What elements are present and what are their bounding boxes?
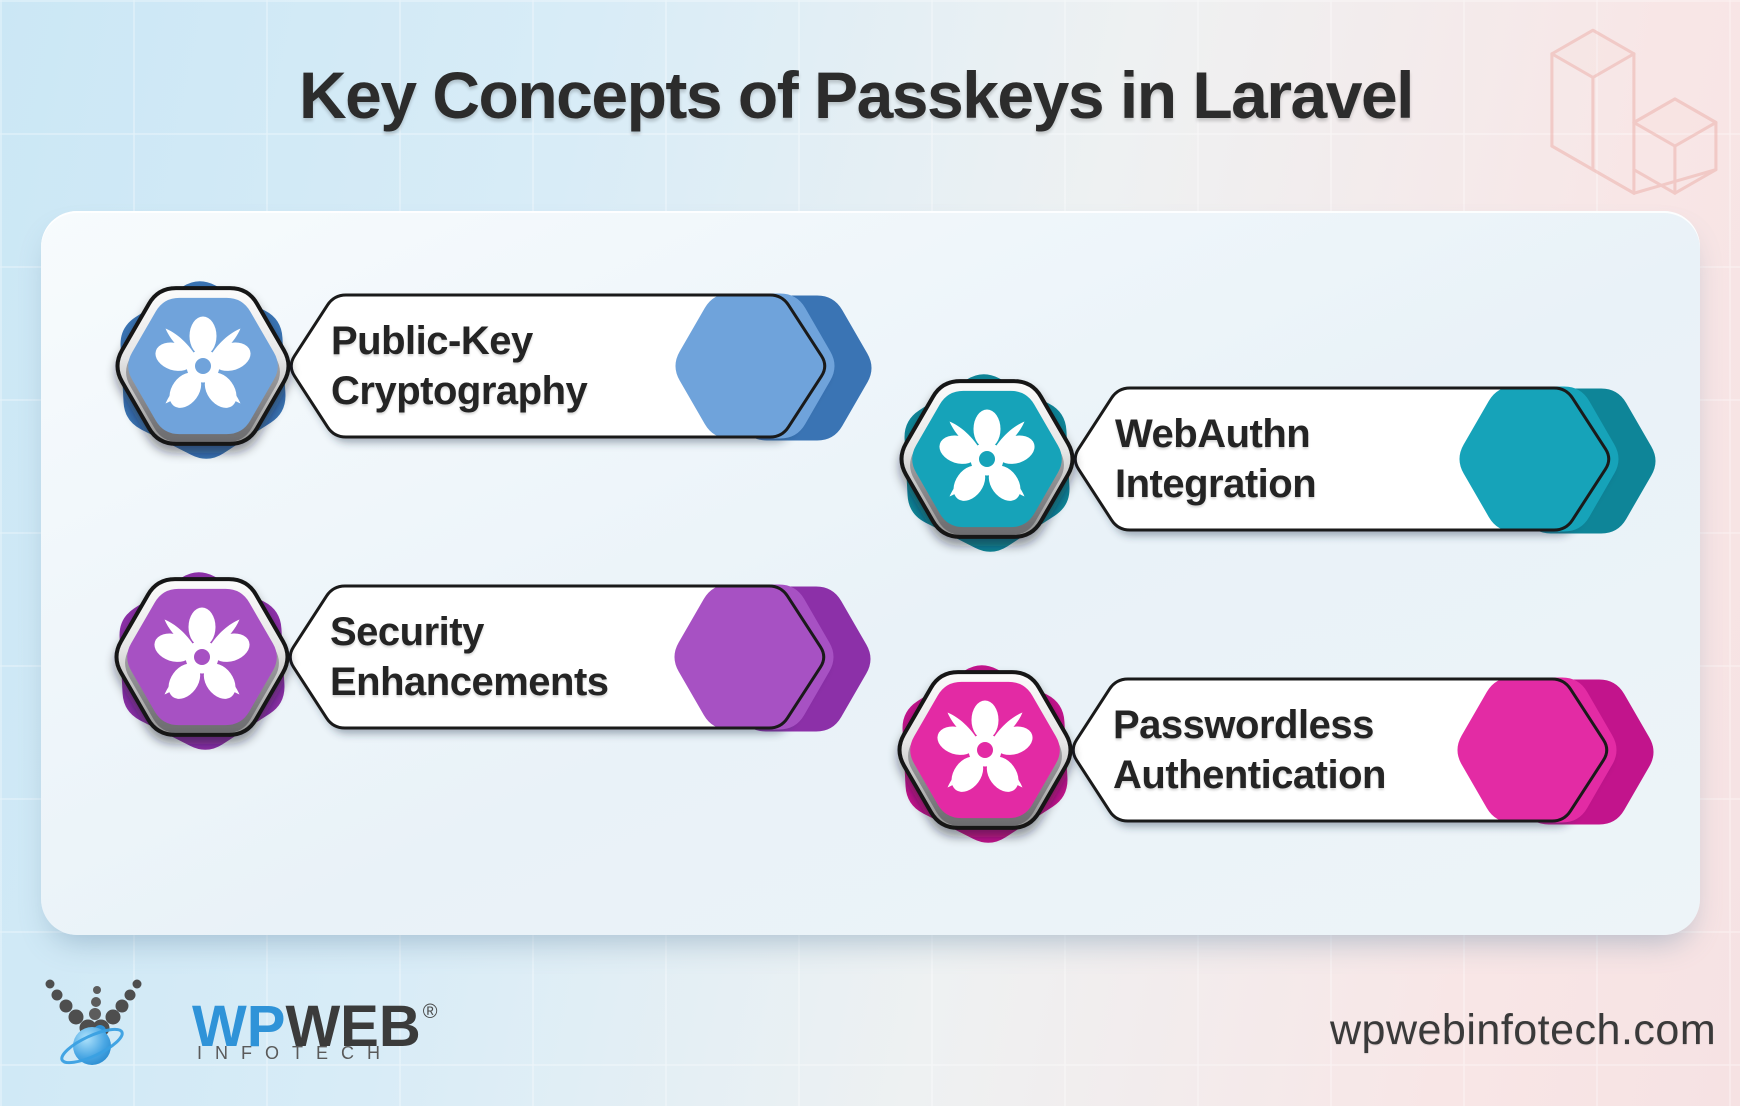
flower-center-hole	[195, 358, 211, 374]
concept-icon	[115, 286, 291, 446]
brand-subtitle: INFOTECH	[197, 1043, 393, 1063]
flower-center-hole	[979, 451, 995, 467]
laravel-watermark-icon	[1550, 28, 1718, 195]
flower-icon	[939, 409, 1035, 501]
concept-item-public-key-cryptography: Public-Key Cryptography	[98, 235, 898, 497]
concept-label: Security Enhancements	[330, 583, 670, 731]
concept-label-line2: Integration	[1115, 462, 1317, 506]
brand-logo: WPWEB® INFOTECH	[42, 973, 438, 1088]
concept-label-line1: Security	[330, 610, 484, 654]
website-url: wpwebinfotech.com	[1330, 1006, 1717, 1054]
concept-icon	[899, 379, 1075, 539]
brand-registered-mark: ®	[422, 1001, 438, 1023]
concept-label-line2: Enhancements	[330, 660, 609, 704]
brand-wordmark-secondary: WEB	[285, 994, 421, 1059]
brand-mark-icon	[45, 979, 142, 1065]
concept-label-line1: Public-Key	[331, 319, 533, 363]
concept-label: WebAuthn Integration	[1115, 385, 1455, 533]
brand-wordmark: WPWEB®	[192, 983, 438, 1056]
concept-label-line1: WebAuthn	[1115, 412, 1311, 456]
concept-label-line2: Cryptography	[331, 369, 588, 413]
concept-banner	[97, 548, 871, 774]
concept-banner	[882, 350, 1656, 576]
concept-banner	[98, 257, 872, 483]
concept-icon	[114, 577, 290, 737]
concept-item-security-enhancements: Security Enhancements	[97, 526, 897, 788]
concept-label: Passwordless Authentication	[1113, 676, 1453, 824]
concept-label-line1: Passwordless	[1113, 703, 1374, 747]
concept-item-passwordless-authentication: Passwordless Authentication	[880, 619, 1680, 881]
flower-icon	[155, 316, 251, 408]
brand-wordmark-primary: WP	[192, 994, 286, 1059]
concept-icon	[897, 670, 1073, 830]
page-title: Key Concepts of Passkeys in Laravel	[298, 58, 1415, 132]
concept-item-webauthn-integration: WebAuthn Integration	[882, 328, 1682, 590]
flower-icon	[154, 607, 250, 699]
flower-center-hole	[194, 649, 210, 665]
concept-banner	[880, 641, 1654, 867]
flower-center-hole	[977, 742, 993, 758]
flower-icon	[937, 700, 1033, 792]
concept-label-line2: Authentication	[1113, 753, 1386, 797]
concept-label: Public-Key Cryptography	[331, 292, 671, 440]
